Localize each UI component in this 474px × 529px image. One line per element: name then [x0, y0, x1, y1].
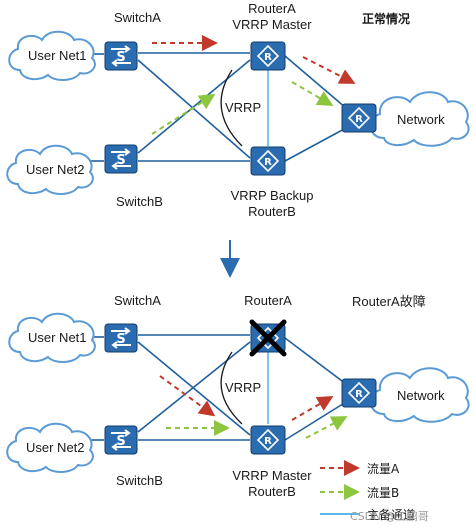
- vrrp-label-bottom: VRRP: [225, 380, 261, 395]
- link-routerb-core: [284, 127, 347, 162]
- legend-heartbeat-label: 主备通道: [367, 508, 415, 522]
- switch-b-label-top: SwitchB: [116, 194, 163, 209]
- vrrp-arc-bottom: [220, 351, 243, 425]
- vrrp-label-top: VRRP: [225, 100, 261, 115]
- switch-a-label-bottom: SwitchA: [114, 293, 161, 308]
- link-switchb-routera: [137, 59, 251, 154]
- user-net1-label-bottom: User Net1: [28, 330, 87, 345]
- router-b-bottom: [250, 425, 286, 455]
- switch-b-label-bottom: SwitchB: [116, 473, 163, 488]
- router-a-top: [250, 41, 286, 71]
- flow-b-arrow-bottom-2: [305, 416, 348, 439]
- network-cloud-bottom: [369, 367, 470, 423]
- switch-b-bottom: [104, 425, 138, 455]
- network-label-top: Network: [397, 112, 445, 127]
- switch-a-top: [104, 41, 138, 71]
- core-router-top: [341, 103, 377, 133]
- flow-a-arrow-bottom-1: [159, 375, 216, 417]
- normal-scenario: 正常情况 VRRP User Net1 User Net2 Network: [6, 1, 470, 219]
- legend-flow-a-label: 流量A: [367, 462, 400, 476]
- router-a-role-top: VRRP Master: [232, 17, 312, 32]
- link-routera-core-b: [284, 337, 347, 385]
- link-switcha-routerb-b: [137, 341, 251, 436]
- flow-a-arrow-top-2: [302, 56, 356, 84]
- router-b-top: [250, 146, 286, 176]
- user-net1-label-top: User Net1: [28, 48, 87, 63]
- link-routerb-core-b: [284, 401, 347, 441]
- user-net2-label-top: User Net2: [26, 162, 85, 177]
- flow-b-arrow-top-1: [151, 93, 216, 135]
- link-routera-core: [284, 55, 347, 109]
- failure-scenario: RouterA故障 VRRP User Net1 User Net2 Netwo…: [6, 293, 470, 523]
- router-b-role-top: VRRP Backup: [231, 188, 314, 203]
- user-net1-cloud-top: [8, 30, 96, 81]
- user-net2-cloud-top: [6, 144, 94, 195]
- router-b-name-bottom: RouterB: [248, 484, 296, 499]
- router-b-role-bottom: VRRP Master: [232, 468, 312, 483]
- user-net1-cloud-bottom: [8, 312, 96, 363]
- switch-a-bottom: [104, 323, 138, 353]
- vrrp-arc-top: [220, 69, 243, 147]
- user-net2-label-bottom: User Net2: [26, 440, 85, 455]
- switch-a-label-top: SwitchA: [114, 10, 161, 25]
- fault-x-icon: [249, 319, 287, 357]
- router-b-name-top: RouterB: [248, 204, 296, 219]
- router-a-name-top: RouterA: [248, 1, 296, 16]
- core-router-bottom: [341, 378, 377, 408]
- link-switcha-routerb: [137, 59, 251, 159]
- network-cloud-top: [369, 91, 470, 147]
- switch-b-top: [104, 144, 138, 174]
- legend-flow-b-label: 流量B: [367, 486, 399, 500]
- scenario-title-failure: RouterA故障: [352, 294, 426, 309]
- flow-b-arrow-top-2: [291, 81, 334, 107]
- network-label-bottom: Network: [397, 388, 445, 403]
- user-net2-cloud-bottom: [6, 422, 94, 473]
- watermark: CSDN @工鹏哥: [350, 510, 429, 523]
- flow-a-arrow-bottom-2: [291, 395, 334, 421]
- scenario-title-normal: 正常情况: [362, 11, 410, 26]
- router-a-name-bottom: RouterA: [244, 293, 292, 308]
- link-switchb-routera-b: [137, 341, 251, 433]
- legend: 流量A 流量B 主备通道: [320, 460, 415, 522]
